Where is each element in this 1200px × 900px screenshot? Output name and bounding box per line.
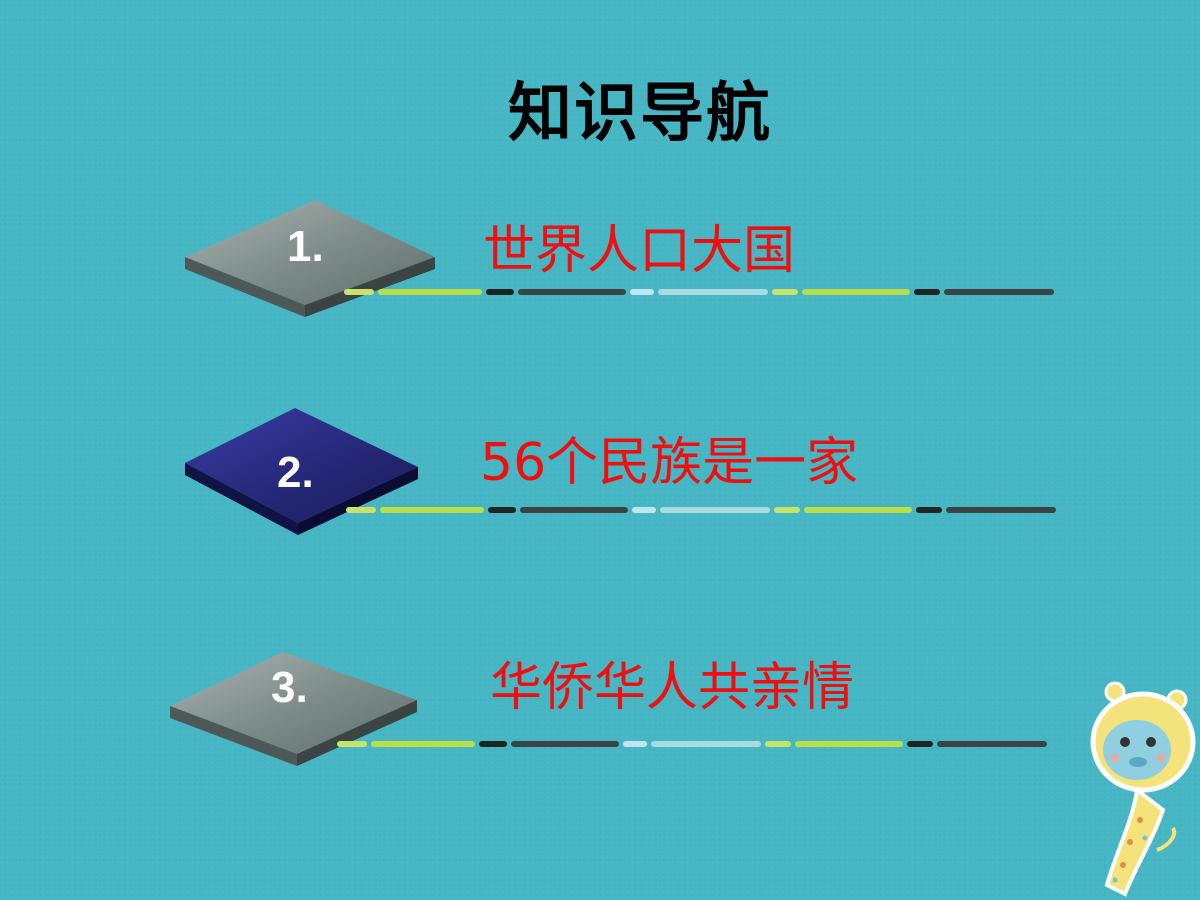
giraffe-icon xyxy=(1090,681,1196,897)
tile-number: 2. xyxy=(277,448,314,497)
divider-line xyxy=(337,741,1047,747)
divider-line xyxy=(344,289,1054,295)
nav-label: 世界人口大国 xyxy=(483,221,796,281)
page-title: 知识导航 xyxy=(508,77,772,151)
nav-item-3[interactable]: 3. 华侨华人共亲情 xyxy=(0,640,1200,800)
nav-item-2[interactable]: 2. 56个民族是一家 xyxy=(0,405,1200,565)
divider-line xyxy=(346,507,1056,513)
nav-label: 华侨华人共亲情 xyxy=(490,658,855,718)
nav-label: 56个民族是一家 xyxy=(480,433,859,493)
tile-gray xyxy=(185,200,435,317)
tile-number: 3. xyxy=(271,663,308,712)
tile-navy xyxy=(185,408,418,535)
tile-number: 1. xyxy=(287,222,324,271)
tile-gray xyxy=(170,652,417,766)
nav-item-1[interactable]: 1. 世界人口大国 xyxy=(0,195,1200,355)
